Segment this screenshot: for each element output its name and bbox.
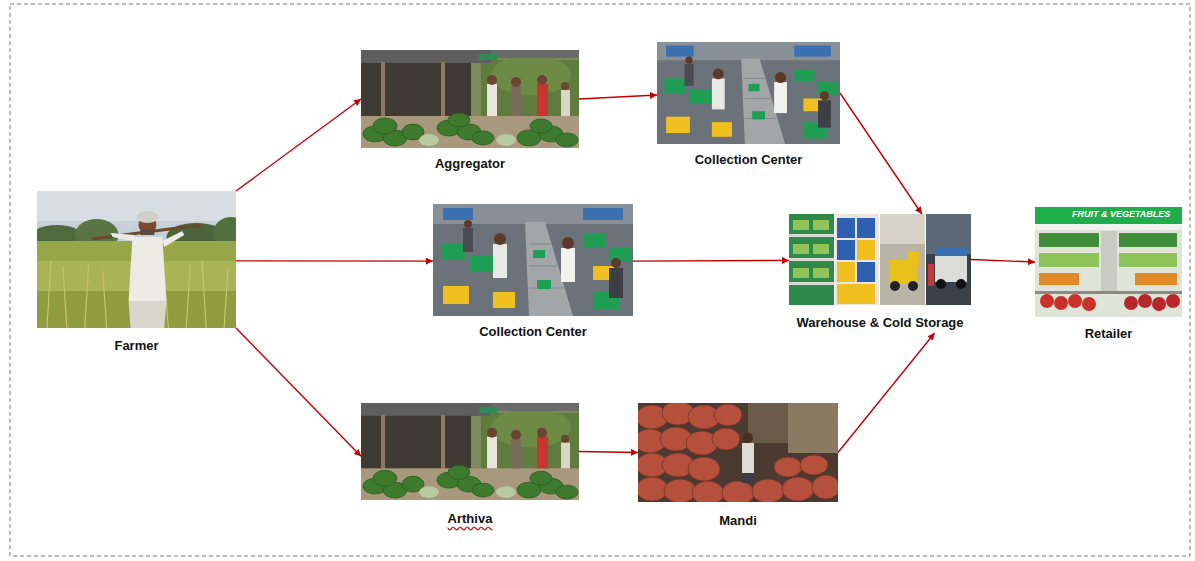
sign-text: FRUIT & VEGETABLES [1072,209,1170,219]
aggregator-photo [361,50,579,148]
flow-arrow [971,260,1035,263]
arthiva-photo [361,403,579,500]
flow-arrow [236,260,433,262]
mandi-photo [634,401,840,505]
collection-photo [657,42,840,144]
photo-node: Farmer [37,191,236,354]
flow-arrow [579,452,638,453]
node-caption: Collection Center [695,152,803,168]
flow-arrow [579,95,657,99]
photo-node: Collection Center [657,42,840,168]
node-caption: Warehouse & Cold Storage [796,315,963,331]
farmer-photo [29,191,249,328]
flow-arrow [236,328,361,456]
node-caption: Retailer [1085,326,1133,342]
flow-arrow [838,333,935,453]
photo-node: Collection Center [433,204,633,340]
collection-photo [433,204,633,316]
flow-arrow [633,260,789,262]
flow-arrow [236,99,361,191]
warehouse-photo [789,214,971,305]
retail-photo [1035,207,1182,317]
dashed-frame [10,4,1190,556]
node-caption: Collection Center [479,324,587,340]
photo-node: Warehouse & Cold Storage [789,214,971,331]
photo-node: Aggregator [361,50,579,172]
flow-arrow [840,93,922,214]
node-caption: Arthiva [448,511,493,527]
photo-node: Retailer [1035,207,1182,342]
node-caption: Farmer [114,338,158,354]
photo-node: Arthiva [361,403,579,527]
node-caption: Mandi [719,513,757,529]
photo-node: Mandi [638,403,838,529]
node-caption: Aggregator [435,156,505,172]
